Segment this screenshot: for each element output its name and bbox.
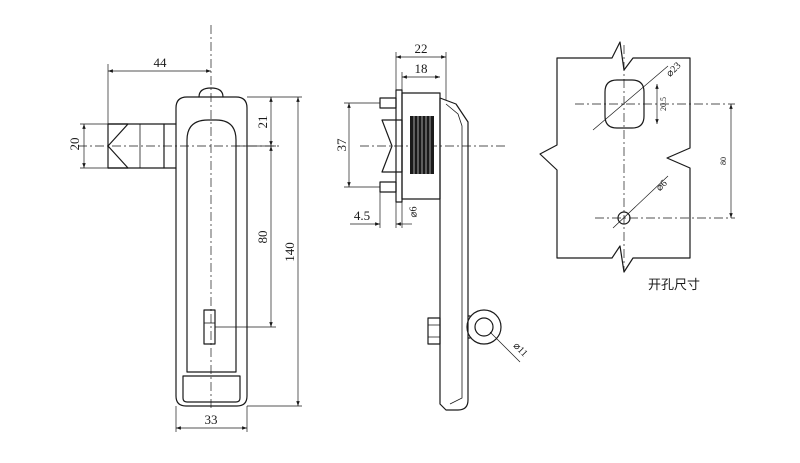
handle-recess [186, 119, 237, 373]
handle-bottom-cap [182, 375, 241, 403]
dim-phi11-label: ⌀11 [511, 340, 530, 359]
dim-22-label: 22 [415, 41, 428, 56]
latch-nut-lines [428, 324, 440, 338]
dim-21-label: 21 [255, 116, 270, 129]
ring-outer [466, 309, 502, 345]
dim-20-label: 20 [67, 138, 82, 151]
stud-top [379, 97, 397, 109]
dim-18-label: 18 [415, 61, 428, 76]
knurling [413, 116, 431, 174]
key-shaft [107, 123, 165, 169]
handle-body [175, 96, 248, 407]
cutout-view: ⌀23 20.5 ⌀6 80 开孔尺寸 [539, 41, 735, 293]
ring-inner [474, 317, 494, 337]
small-hole [617, 211, 631, 225]
latch-slot [203, 309, 216, 345]
dim-44-label: 44 [154, 55, 168, 70]
ring-joint [467, 315, 471, 339]
stud-bottom [379, 181, 397, 193]
dim-37-label: 37 [334, 138, 349, 152]
side-plate [439, 97, 469, 411]
handle-top-knob [198, 87, 224, 98]
dim-140-label: 140 [282, 242, 297, 262]
dim-phi6-cut-label: ⌀6 [654, 178, 670, 194]
dim-phi23-leader [592, 65, 669, 131]
side-plate-inner [445, 103, 463, 405]
dim-phi6-label: ⌀6 [408, 206, 419, 217]
cutout-caption: 开孔尺寸 [648, 278, 700, 293]
cutout-panel [539, 41, 691, 273]
dim-cut-80-label: 80 [719, 157, 728, 165]
side-view: 22 18 37 4.5 ⌀6 ⌀11 [334, 41, 530, 411]
front-view: 44 20 21 80 140 33 [67, 25, 302, 432]
key-connector [163, 123, 177, 169]
square-hole [604, 79, 645, 129]
side-tongue [381, 119, 403, 173]
dim-80-label: 80 [255, 231, 270, 244]
side-flange [395, 89, 403, 203]
dim-phi23-label: ⌀23 [664, 60, 683, 79]
dim-33-label: 33 [205, 412, 218, 427]
latch-nut [427, 317, 441, 345]
dim-phi6-cut-leader [612, 175, 669, 229]
dim-20-5-label: 20.5 [659, 97, 668, 111]
dim-phi11-leader [489, 331, 521, 363]
dim-4-5-label: 4.5 [354, 208, 370, 223]
